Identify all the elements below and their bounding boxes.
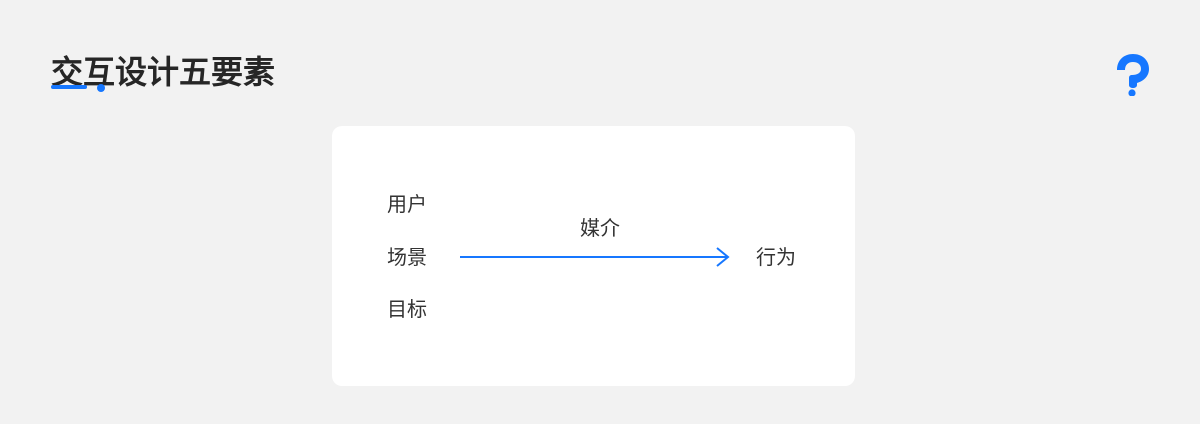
element-label-user: 用户 <box>387 192 427 216</box>
element-label-scene: 场景 <box>387 245 427 269</box>
page-title: 交互设计五要素 <box>51 53 276 91</box>
title-underline-decoration <box>51 85 87 89</box>
map-pin-logo-icon <box>1117 54 1149 96</box>
page-header: 交互设计五要素 <box>51 52 275 92</box>
title-dot-decoration <box>97 84 105 92</box>
connector-label-medium: 媒介 <box>580 216 620 240</box>
element-label-goal: 目标 <box>387 297 427 321</box>
element-label-behavior: 行为 <box>756 245 796 269</box>
right-arrow-icon <box>460 247 730 267</box>
diagram-card: 用户 场景 目标 媒介 行为 <box>332 126 855 386</box>
